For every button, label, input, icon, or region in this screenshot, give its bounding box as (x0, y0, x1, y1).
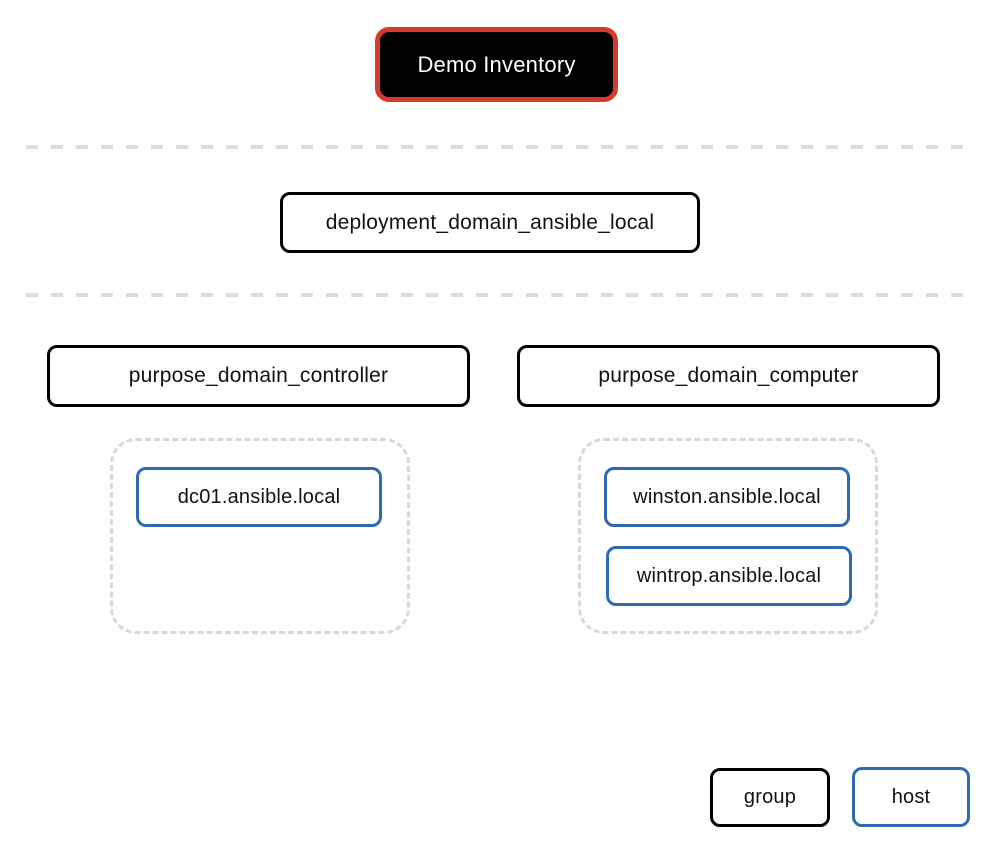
level-separator-2 (26, 293, 976, 297)
host-membership-container-computer (578, 438, 878, 634)
host-membership-container-controller (110, 438, 410, 634)
group-node-purpose-domain-computer: purpose_domain_computer (517, 345, 940, 407)
group-node-label: purpose_domain_controller (128, 364, 389, 387)
group-node-label: deployment_domain_ansible_local (325, 210, 655, 234)
level-separator-1 (26, 145, 976, 149)
host-node-wintrop: wintrop.ansible.local (606, 546, 852, 606)
inventory-node-demo-inventory: Demo Inventory (375, 27, 618, 102)
group-node-purpose-domain-controller: purpose_domain_controller (47, 345, 470, 407)
group-node-deployment-domain: deployment_domain_ansible_local (280, 192, 700, 253)
host-node-winston: winston.ansible.local (604, 467, 850, 527)
group-node-label: purpose_domain_computer (598, 364, 859, 387)
legend-host-swatch: host (852, 767, 970, 827)
host-node-label: wintrop.ansible.local (636, 564, 822, 587)
legend-group-label: group (743, 786, 797, 808)
host-node-label: dc01.ansible.local (177, 485, 341, 508)
inventory-node-label: Demo Inventory (417, 51, 576, 77)
host-node-dc01: dc01.ansible.local (136, 467, 382, 527)
legend-host-label: host (891, 785, 931, 808)
legend-group-swatch: group (710, 768, 830, 827)
host-node-label: winston.ansible.local (633, 485, 821, 508)
